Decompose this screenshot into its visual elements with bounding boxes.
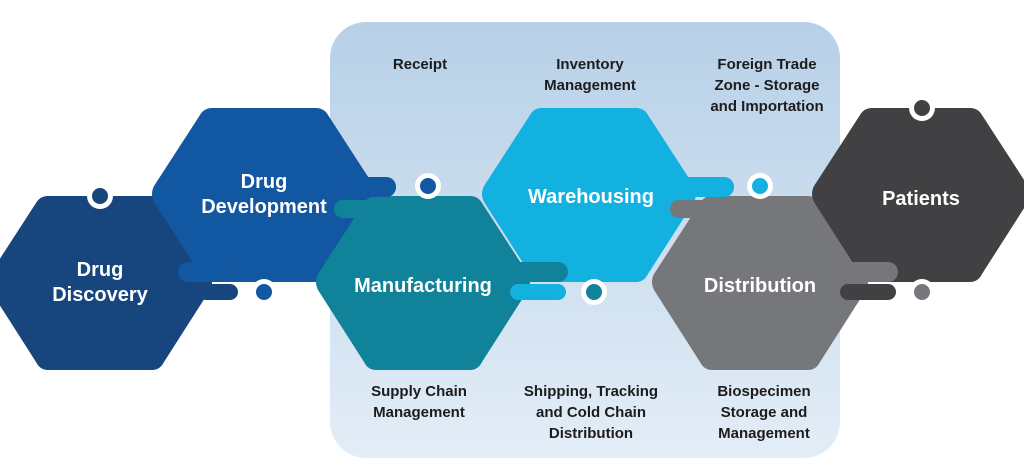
hex-drug-development: [152, 108, 376, 282]
hex-drug-discovery: [0, 196, 212, 370]
service-label-biospecimen-storage: Biospecimen Storage and Management: [717, 383, 811, 442]
hex-distribution: [652, 196, 868, 370]
connector-tabs: [178, 177, 898, 300]
stage-label-warehousing: Warehousing: [528, 186, 654, 208]
service-label-supply-chain-management: Supply Chain Management: [371, 383, 467, 421]
tab-warehousing-lower: [510, 284, 566, 300]
hex-warehousing: [482, 108, 696, 282]
tab-distribution-left: [670, 200, 716, 218]
tab-patients-lower: [840, 284, 896, 300]
service-label-inventory-management: Inventory Management: [544, 56, 636, 94]
stage-label-manufacturing: Manufacturing: [354, 275, 492, 297]
connector-dots: [87, 95, 935, 305]
stage-label-drug-discovery: Drug Discovery: [52, 259, 148, 306]
hexagons: [0, 108, 1024, 370]
stage-label-distribution: Distribution: [703, 275, 817, 297]
tab-distribution-right: [836, 262, 898, 282]
tab-development-right: [340, 177, 396, 197]
tab-warehousing-right: [668, 177, 734, 197]
stage-label-patients: Patients: [882, 188, 960, 210]
hex-patients: [812, 108, 1024, 282]
hex-manufacturing: [316, 196, 530, 370]
service-label-shipping-tracking: Shipping, Tracking and Cold Chain Distri…: [523, 383, 659, 442]
tab-discovery-right: [178, 262, 238, 282]
tab-manufacturing-left: [334, 200, 382, 218]
service-label-receipt: Receipt: [392, 56, 448, 73]
stage-label-drug-development: Drug Development: [201, 171, 327, 218]
tab-discovery-right-2: [198, 284, 238, 300]
service-label-foreign-trade-zone: Foreign Trade Zone - Storage and Importa…: [710, 56, 824, 115]
tab-manufacturing-right: [506, 262, 568, 282]
